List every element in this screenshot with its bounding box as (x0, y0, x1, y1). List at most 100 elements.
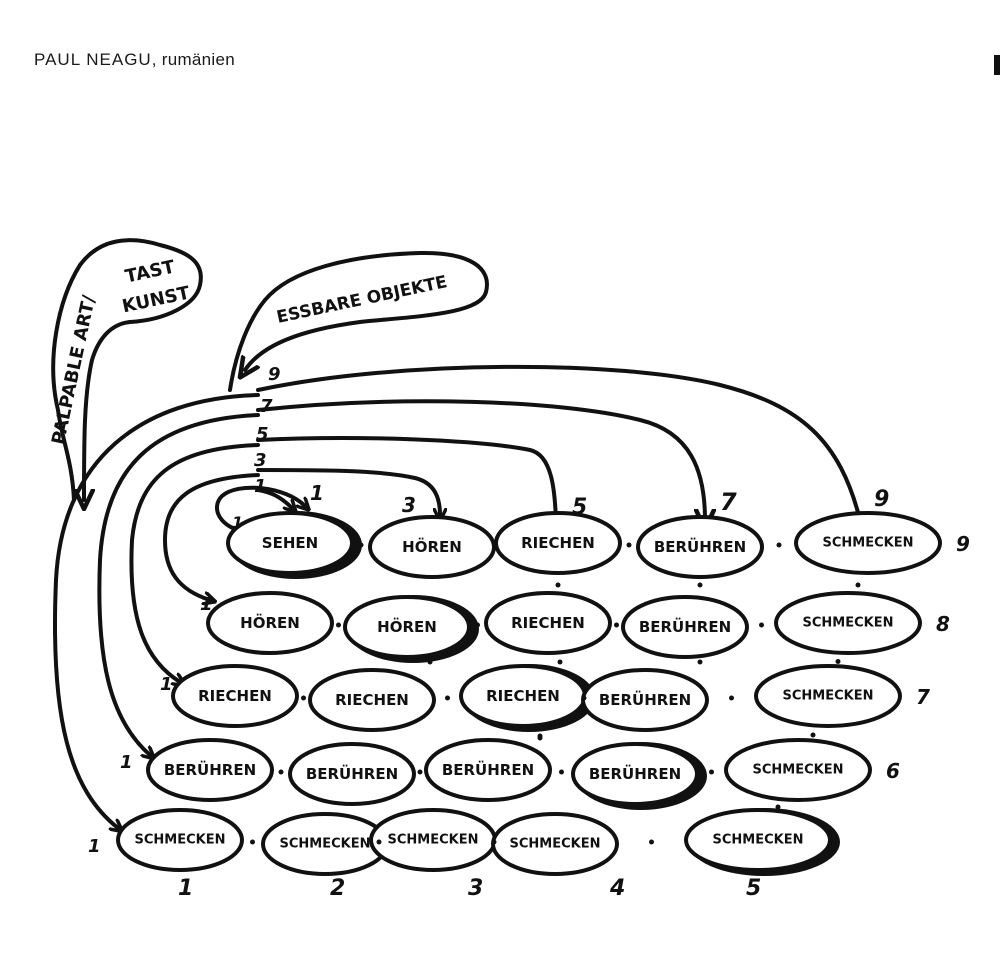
bubble-label: RIECHEN (198, 687, 272, 705)
sense-bubble: BERÜHREN (621, 595, 749, 659)
bubble-outline (571, 742, 699, 806)
bubble-outline (146, 738, 274, 802)
column-number: 1 (178, 876, 193, 901)
bubble-label: SCHMECKEN (823, 536, 914, 551)
connector-dot (709, 769, 714, 775)
sense-bubble: SCHMECKEN (491, 812, 619, 876)
connector-dot (855, 582, 861, 588)
bubble-label: SCHMECKEN (135, 833, 226, 848)
column-number: 3 (468, 876, 483, 901)
column-number: 2 (330, 876, 345, 901)
artist-country: rumänien (161, 50, 236, 69)
row-number: 7 (916, 685, 930, 709)
connector-dot (301, 695, 306, 701)
sense-bubble: SCHMECKEN (369, 808, 497, 872)
sense-bubble: BERÜHREN (636, 515, 764, 579)
bubble-label: SEHEN (262, 534, 318, 552)
bubble-outline (116, 808, 244, 872)
bubble-outline (343, 595, 471, 659)
bubble-label: BERÜHREN (599, 690, 691, 709)
top-arrow-numbers: 1 3 5 7 9 (310, 481, 889, 520)
artist-name: PAUL NEAGU (34, 50, 152, 69)
bubble-label: RIECHEN (521, 534, 595, 552)
top-number-9: 9 (874, 487, 889, 512)
bubble-label: RIECHEN (335, 691, 409, 709)
connector-dot (475, 622, 480, 628)
connector-dot (358, 542, 364, 548)
row-number: 6 (886, 759, 900, 783)
sense-bubble: SCHMECKEN (774, 591, 922, 655)
essbare-label: ESSBARE OBJEKTE (275, 272, 449, 328)
top-number-3: 3 (402, 493, 416, 517)
edge-mark (994, 55, 1000, 75)
row-number: 9 (956, 532, 970, 556)
row-left-number: 1 (160, 674, 173, 695)
loop-5-arrow (256, 436, 556, 522)
bubble-outline (724, 738, 872, 802)
loop-9-arrow (256, 364, 860, 520)
page-header: PAUL NEAGU, rumänien (34, 50, 236, 69)
row-left-number: 1 (200, 594, 213, 615)
connector-dot (626, 542, 632, 548)
bubble-label: SCHMECKEN (280, 837, 371, 852)
sense-bubble: BERÜHREN (424, 738, 552, 802)
column-number: 4 (609, 876, 625, 901)
kunst-label: KUNST (120, 282, 192, 317)
connector-dot (336, 622, 341, 628)
sense-bubble: RIECHEN (484, 591, 612, 655)
loop-row7-arrow (129, 443, 260, 682)
row-left-number: 1 (120, 752, 133, 773)
connector-dot (537, 735, 543, 741)
connector-dot (614, 622, 619, 628)
tast-label: TAST (123, 256, 177, 287)
loop-row6-arrow (97, 413, 260, 755)
top-number-7: 7 (720, 488, 737, 516)
connector-dot (492, 542, 498, 548)
top-number-1: 1 (310, 481, 324, 505)
connector-dot (581, 695, 587, 701)
bubble-outline (684, 808, 832, 872)
bubble-label: SCHMECKEN (803, 616, 894, 631)
bubble-label: HÖREN (377, 617, 437, 636)
connector-dot (835, 659, 841, 664)
loop-3-arrow (256, 468, 440, 515)
sense-bubble: HÖREN (368, 515, 496, 579)
sense-bubble: SCHMECKEN (684, 808, 840, 876)
loop-row5-arrow (52, 393, 260, 828)
loop-1-arrow (256, 488, 292, 508)
bubble-label: RIECHEN (486, 687, 560, 705)
sense-bubble: RIECHEN (494, 511, 622, 575)
bubble-outline (484, 591, 612, 655)
bubble-label: BERÜHREN (306, 764, 398, 783)
bubble-outline (754, 664, 902, 728)
connector-dot (555, 582, 561, 588)
loop-number-5: 5 (256, 424, 269, 445)
palpable-callout-outline (51, 238, 203, 500)
connector-dot (649, 839, 654, 845)
connector-dot (445, 695, 450, 701)
bubble-outline (621, 595, 749, 659)
bubble-outline (424, 738, 552, 802)
loop-arrows (52, 364, 860, 828)
bubble-label: HÖREN (402, 537, 462, 556)
loop-number-labels: 9 7 5 3 1 1 (232, 364, 281, 532)
connector-dot (427, 659, 433, 665)
connector-dot (810, 732, 816, 738)
sense-bubble: SCHMECKEN (116, 808, 244, 872)
sense-bubble: BERÜHREN (288, 742, 416, 806)
bubble-outline (794, 511, 942, 575)
bubble-label: BERÜHREN (589, 764, 681, 783)
row-number: 8 (936, 612, 950, 636)
connector-dot (250, 839, 255, 845)
self-loop-number: 1 (232, 513, 243, 532)
bubble-outline (206, 591, 334, 655)
loop-number-3: 3 (254, 450, 267, 471)
connector-dot (557, 659, 563, 665)
sense-bubble: RIECHEN (308, 668, 436, 732)
bubble-label: BERÜHREN (654, 537, 746, 556)
palpable-label: PALPABLE ART/ (48, 293, 100, 446)
connector-dot (491, 839, 497, 845)
sense-bubble: HÖREN (206, 591, 334, 655)
column-number: 5 (746, 876, 761, 901)
